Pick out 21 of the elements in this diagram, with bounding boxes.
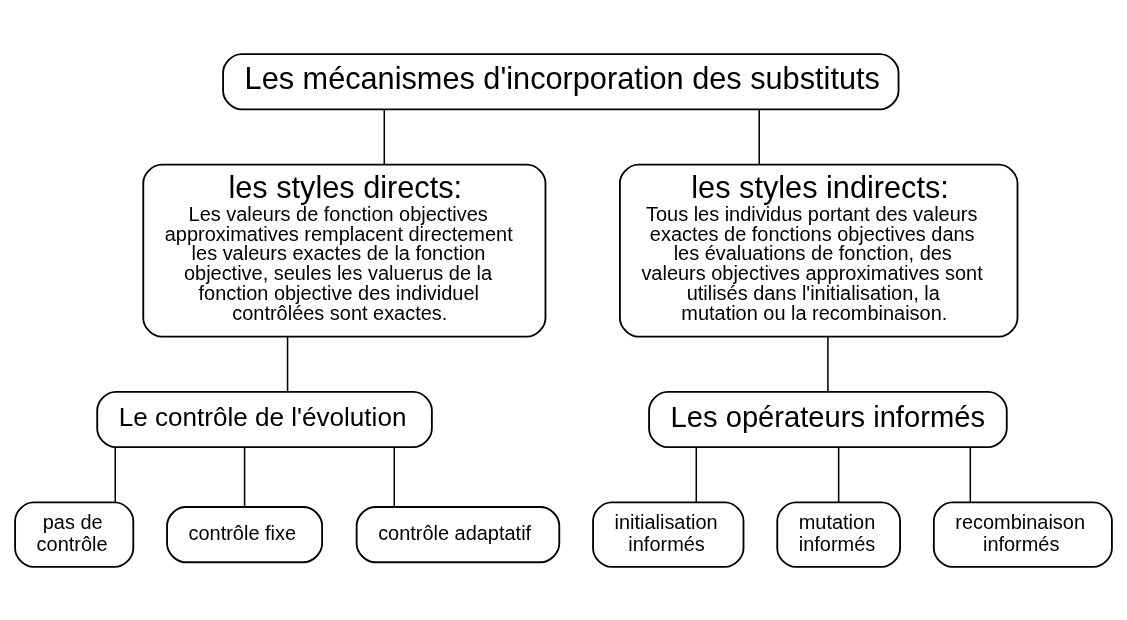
node-box: contrôle adaptatif [355,505,561,563]
connector [393,446,396,507]
connector [969,446,972,503]
connector [695,446,698,503]
node-box: initialisation informés [592,500,745,568]
node-box: les styles directs: Les valeurs de fonction objectives approximatives remplacent directement les valeurs exactes de la fonction objective, seules les valuerus de la fonction objective des individuel contrôlées sont exactes. [142,163,547,338]
connector [758,108,760,165]
connector [243,446,246,507]
node-box: les styles indirects: Tous les individus portant des valeurs exactes de fonctions objectives dans les évaluations de fonction, des valeurs objectives approximatives sont utilisés dans l'initialisation, la mutation ou la recombinaison. [619,163,1019,338]
node-box: recombinaison informés [932,500,1113,568]
node-box: Le contrôle de l'évolution [96,390,433,448]
node-box: Les mécanismes d'incorporation des substituts [222,52,900,110]
connector [114,446,116,503]
connector [383,108,386,165]
node-box: pas de contrôle [14,500,135,568]
node-box: contrôle fixe [166,505,324,563]
connector [827,335,829,392]
connector [286,335,289,392]
connector [837,446,840,503]
node-box: Les opérateurs informés [648,390,1008,448]
node-box: mutation informés [776,500,901,568]
